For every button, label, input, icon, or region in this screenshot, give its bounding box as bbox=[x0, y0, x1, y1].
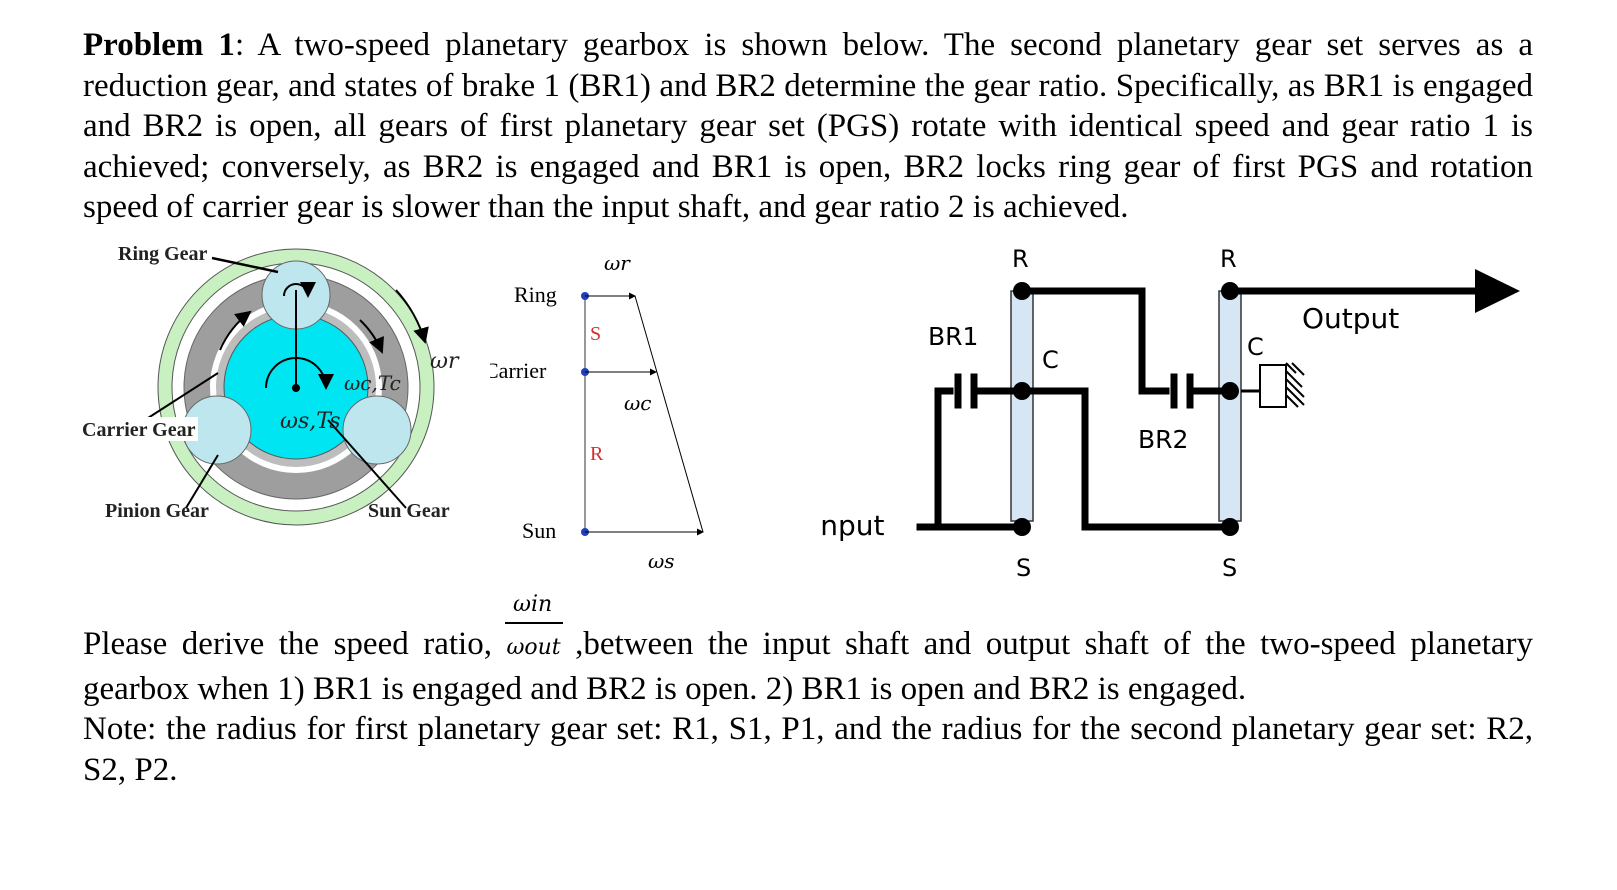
output-label: Output bbox=[1302, 302, 1399, 335]
br2-label: BR2 bbox=[1138, 425, 1188, 454]
ring-gear-label: Ring Gear bbox=[118, 243, 208, 265]
pinion-gear-label: Pinion Gear bbox=[105, 500, 209, 522]
lever-omega-c-label: ωc bbox=[624, 391, 652, 415]
problem-label: Problem 1 bbox=[83, 27, 235, 63]
sun-gear-label: Sun Gear bbox=[368, 500, 450, 522]
lever-omega-s-label: ωs bbox=[648, 549, 675, 570]
pgs2-sun-label: S bbox=[1222, 554, 1237, 582]
planetary-gear-figure: Ring Gear Carrier Gear Pinion Gear Sun G… bbox=[80, 243, 460, 526]
pgs1-carrier-label: C bbox=[1042, 346, 1059, 374]
note-text: Note: the radius for first planetary gea… bbox=[83, 711, 1533, 788]
pgs1-bar bbox=[1010, 290, 1034, 522]
ratio-denominator: ωout bbox=[506, 635, 561, 660]
omega-s-label: ωs,Ts bbox=[280, 409, 341, 434]
output-arrow-head bbox=[1475, 269, 1520, 313]
carrier-gear-label: Carrier Gear bbox=[82, 419, 196, 441]
omega-r-label: ωr bbox=[430, 349, 460, 374]
br1-label: BR1 bbox=[928, 322, 978, 351]
question-before: Please derive the speed ratio, bbox=[83, 626, 507, 662]
lever-diagram: Ring Carrier Sun S R ωr ωc ωs bbox=[490, 251, 704, 570]
lever-ring-label: Ring bbox=[514, 282, 557, 307]
question-after: ,between the input shaft and output shaf… bbox=[83, 626, 1533, 707]
pgs1-ring-label: R bbox=[1012, 245, 1029, 273]
problem-intro-text: : A two-speed planetary gearbox is shown… bbox=[83, 27, 1533, 225]
pinion-gear-right bbox=[342, 395, 412, 465]
pgs1-sun-label: S bbox=[1016, 554, 1031, 582]
lever-sun-label: Sun bbox=[522, 518, 556, 543]
ratio-numerator: ωin bbox=[513, 592, 553, 617]
gearbox-schematic: R R C C S S BR1 BR2 Input Output bbox=[820, 245, 1520, 582]
lever-omega-r-label: ωr bbox=[604, 251, 631, 275]
problem-intro: Problem 1: A two-speed planetary gearbox… bbox=[83, 25, 1533, 228]
pgs2-carrier-label: C bbox=[1247, 333, 1264, 361]
omega-c-label: ωc,Tc bbox=[344, 371, 401, 395]
ratio-fraction-bar bbox=[505, 622, 563, 624]
lever-s-label: S bbox=[590, 323, 601, 345]
question: Please derive the speed ratio, ωout ,bet… bbox=[83, 624, 1533, 790]
pgs2-ring-label: R bbox=[1220, 245, 1237, 273]
pgs2-bar bbox=[1218, 290, 1242, 522]
input-label: Input bbox=[820, 509, 885, 542]
ground-block bbox=[1259, 364, 1287, 408]
lever-carrier-label: Carrier bbox=[490, 358, 547, 383]
lever-r-label: R bbox=[590, 443, 604, 465]
